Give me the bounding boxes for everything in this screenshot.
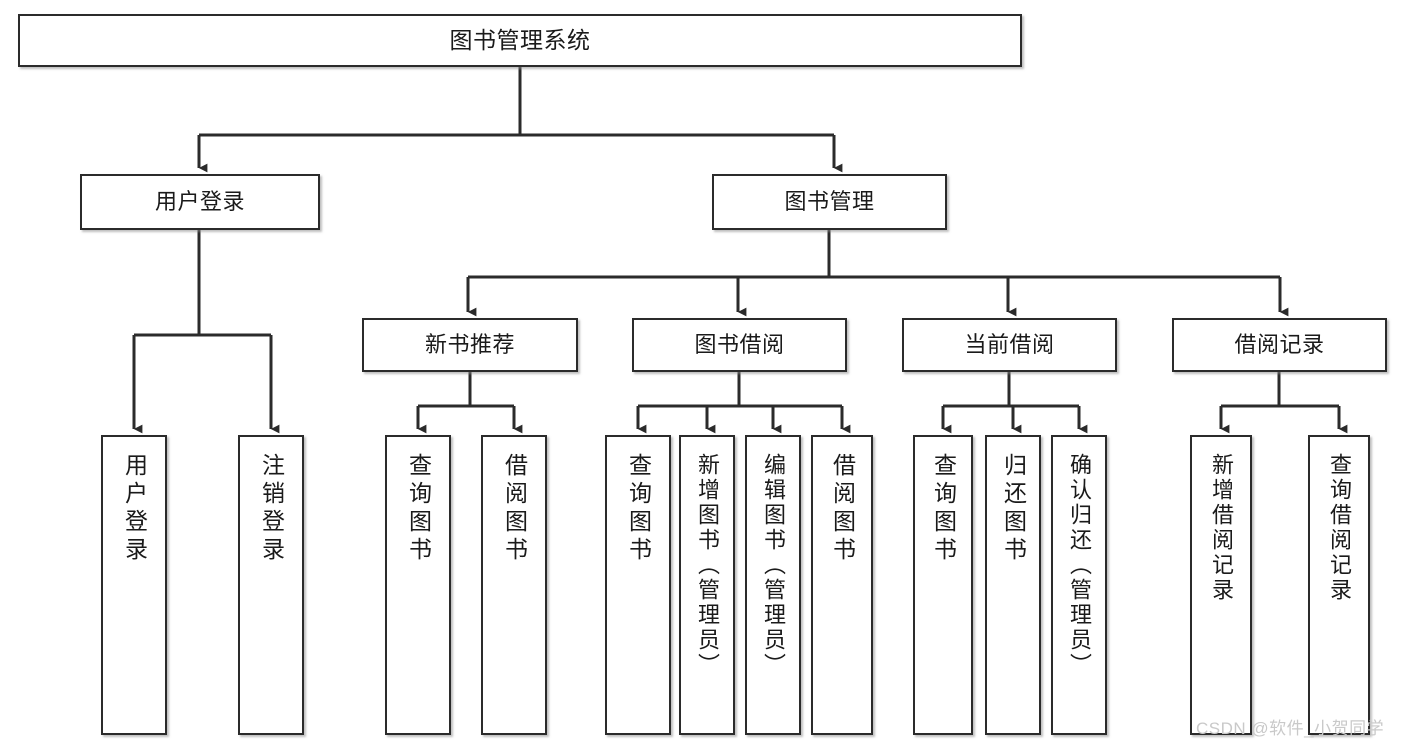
leaf-confirm-return-admin-label: 确认归还（管理员）: [1067, 453, 1092, 678]
leaf-query-borrow-record[interactable]: 查询借阅记录: [1308, 435, 1370, 735]
leaf-query-borrow-record-label: 查询借阅记录: [1327, 453, 1352, 603]
leaf-borrow-book[interactable]: 借阅图书: [811, 435, 873, 735]
node-borrow-record[interactable]: 借阅记录: [1172, 318, 1387, 372]
node-borrow-record-label: 借阅记录: [1234, 331, 1325, 357]
leaf-return-book-label: 归还图书: [1000, 453, 1027, 565]
node-book-management-label: 图书管理: [784, 188, 875, 214]
leaf-borrow-book-recommend-label: 借阅图书: [501, 453, 528, 565]
leaf-edit-book-admin[interactable]: 编辑图书（管理员）: [745, 435, 801, 735]
node-current-borrow[interactable]: 当前借阅: [902, 318, 1117, 372]
leaf-add-borrow-record-label: 新增借阅记录: [1209, 453, 1234, 603]
leaf-query-book-current-label: 查询图书: [930, 453, 957, 565]
node-book-borrow[interactable]: 图书借阅: [632, 318, 847, 372]
leaf-query-book-current[interactable]: 查询图书: [913, 435, 973, 735]
leaf-query-book-borrow[interactable]: 查询图书: [605, 435, 671, 735]
node-user-login[interactable]: 用户登录: [80, 174, 320, 230]
leaf-query-book-recommend-label: 查询图书: [405, 453, 432, 565]
node-new-book-recommend-label: 新书推荐: [424, 331, 515, 357]
leaf-borrow-book-label: 借阅图书: [829, 453, 856, 565]
leaf-logout[interactable]: 注销登录: [238, 435, 304, 735]
leaf-logout-label: 注销登录: [258, 453, 285, 565]
node-book-management[interactable]: 图书管理: [712, 174, 947, 230]
node-user-login-label: 用户登录: [154, 188, 245, 214]
node-root[interactable]: 图书管理系统: [18, 14, 1022, 67]
node-book-borrow-label: 图书借阅: [694, 331, 785, 357]
leaf-confirm-return-admin[interactable]: 确认归还（管理员）: [1051, 435, 1107, 735]
leaf-return-book[interactable]: 归还图书: [985, 435, 1041, 735]
csdn-watermark: CSDN @软件_小贺同学: [1196, 719, 1385, 738]
leaf-add-borrow-record[interactable]: 新增借阅记录: [1190, 435, 1252, 735]
leaf-add-book-admin-label: 新增图书（管理员）: [695, 453, 720, 678]
leaf-user-login[interactable]: 用户登录: [101, 435, 167, 735]
leaf-edit-book-admin-label: 编辑图书（管理员）: [761, 453, 786, 678]
node-current-borrow-label: 当前借阅: [964, 331, 1055, 357]
leaf-query-book-borrow-label: 查询图书: [625, 453, 652, 565]
leaf-query-book-recommend[interactable]: 查询图书: [385, 435, 451, 735]
leaf-borrow-book-recommend[interactable]: 借阅图书: [481, 435, 547, 735]
leaf-user-login-label: 用户登录: [121, 453, 148, 565]
node-root-label: 图书管理系统: [449, 27, 591, 54]
node-new-book-recommend[interactable]: 新书推荐: [362, 318, 578, 372]
leaf-add-book-admin[interactable]: 新增图书（管理员）: [679, 435, 735, 735]
